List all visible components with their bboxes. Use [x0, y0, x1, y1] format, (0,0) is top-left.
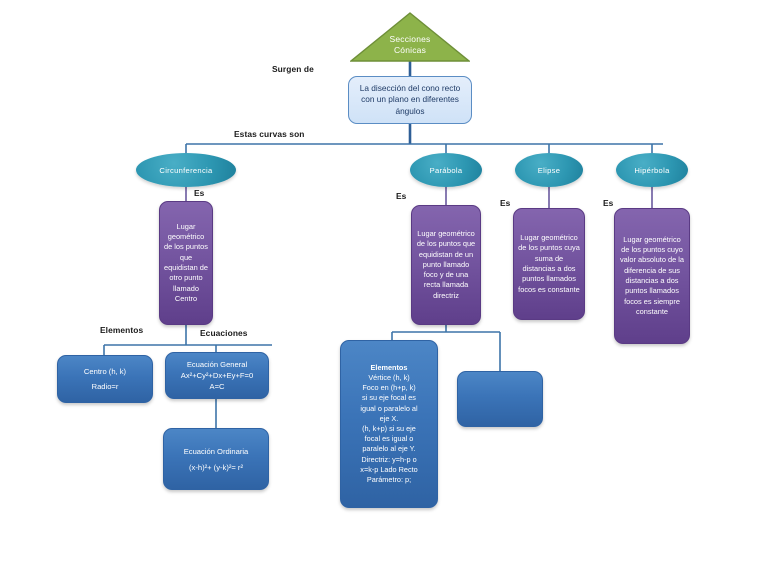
- node-definicion-hiperbola[interactable]: Lugar geométrico de los puntos cuyo valo…: [614, 208, 690, 344]
- definicion-elipse-text: Lugar geométrico de los puntos cuya suma…: [518, 233, 580, 294]
- hiperbola-label: Hipérbola: [634, 165, 670, 175]
- ecuacion-ordinaria-formula: (x-h)²+ (y-k)²= r²: [189, 462, 243, 472]
- secciones-conicas-line2: Cónicas: [393, 45, 427, 55]
- elementos-parabola-line7: focal es igual o: [364, 434, 414, 444]
- elementos-parabola-line8: paralelo al eje Y.: [362, 444, 416, 454]
- node-diseccion-cono[interactable]: La disección del cono recto con un plano…: [348, 76, 472, 124]
- elementos-parabola-line1: Vértice (h, k): [368, 372, 410, 382]
- node-hiperbola[interactable]: Hipérbola: [616, 153, 688, 187]
- definicion-circunferencia-text: Lugar geométrico de los puntos que equid…: [164, 221, 208, 303]
- node-parabola[interactable]: Parábola: [410, 153, 482, 187]
- elementos-parabola-line10: x=k-p Lado Recto: [360, 464, 418, 474]
- elementos-parabola-line3: si su eje focal es: [362, 393, 416, 403]
- node-secciones-conicas[interactable]: Secciones Cónicas: [350, 12, 470, 62]
- centro-radio-line1: Centro (h, k): [83, 367, 127, 376]
- elementos-parabola-title: Elementos: [370, 362, 408, 372]
- edge-label-estas-curvas-son: Estas curvas son: [234, 129, 305, 139]
- elementos-parabola-line4: igual o paralelo al: [360, 403, 418, 413]
- definicion-parabola-text: Lugar geométrico de los puntos que equid…: [416, 228, 476, 300]
- elementos-parabola-line5: eje X.: [379, 413, 399, 423]
- node-ecuacion-general[interactable]: Ecuación General Ax²+Cy²+Dx+Ey+F=0 A=C: [165, 352, 269, 399]
- diseccion-cono-text: La disección del cono recto con un plano…: [359, 82, 461, 116]
- elementos-parabola-line11: Parámetro: p;: [366, 475, 412, 485]
- definicion-hiperbola-text: Lugar geométrico de los puntos cuyo valo…: [619, 234, 685, 316]
- node-ecuacion-ordinaria[interactable]: Ecuación Ordinaria (x-h)²+ (y-k)²= r²: [163, 428, 269, 490]
- edge-label-es-elipse: Es: [500, 198, 511, 208]
- elementos-parabola-line6: (h, k+p) si su eje: [362, 424, 416, 433]
- edge-label-es-hiperbola: Es: [603, 198, 614, 208]
- edge-label-elementos: Elementos: [100, 325, 144, 335]
- ecuacion-general-title: Ecuación General: [186, 360, 248, 369]
- secciones-conicas-line1: Secciones: [389, 34, 431, 44]
- node-centro-radio[interactable]: Centro (h, k) Radio=r: [57, 355, 153, 403]
- elipse-label: Elipse: [537, 165, 561, 175]
- edge-label-ecuaciones: Ecuaciones: [200, 328, 248, 338]
- centro-radio-line2: Radio=r: [91, 382, 119, 391]
- ecuacion-general-condition: A=C: [209, 382, 225, 391]
- node-definicion-parabola[interactable]: Lugar geométrico de los puntos que equid…: [411, 205, 481, 325]
- node-elementos-parabola[interactable]: Elementos Vértice (h, k) Foco en (h+p, k…: [340, 340, 438, 508]
- node-empty-blue-box[interactable]: [457, 371, 543, 427]
- edge-label-surgen-de: Surgen de: [272, 64, 314, 74]
- node-circunferencia[interactable]: Circunferencia: [136, 153, 236, 187]
- node-definicion-elipse[interactable]: Lugar geométrico de los puntos cuya suma…: [513, 208, 585, 320]
- edge-label-es-circunferencia: Es: [194, 188, 205, 198]
- circunferencia-label: Circunferencia: [159, 165, 213, 175]
- edge-label-es-parabola: Es: [396, 191, 407, 201]
- node-elipse[interactable]: Elipse: [515, 153, 583, 187]
- ecuacion-ordinaria-title: Ecuación Ordinaria: [183, 446, 249, 456]
- elementos-parabola-line2: Foco en (h+p, k): [362, 383, 416, 393]
- ecuacion-general-formula: Ax²+Cy²+Dx+Ey+F=0: [180, 371, 254, 380]
- node-definicion-circunferencia[interactable]: Lugar geométrico de los puntos que equid…: [159, 201, 213, 325]
- parabola-label: Parábola: [429, 165, 463, 175]
- elementos-parabola-line9: Directriz: y=h-p o: [361, 454, 417, 464]
